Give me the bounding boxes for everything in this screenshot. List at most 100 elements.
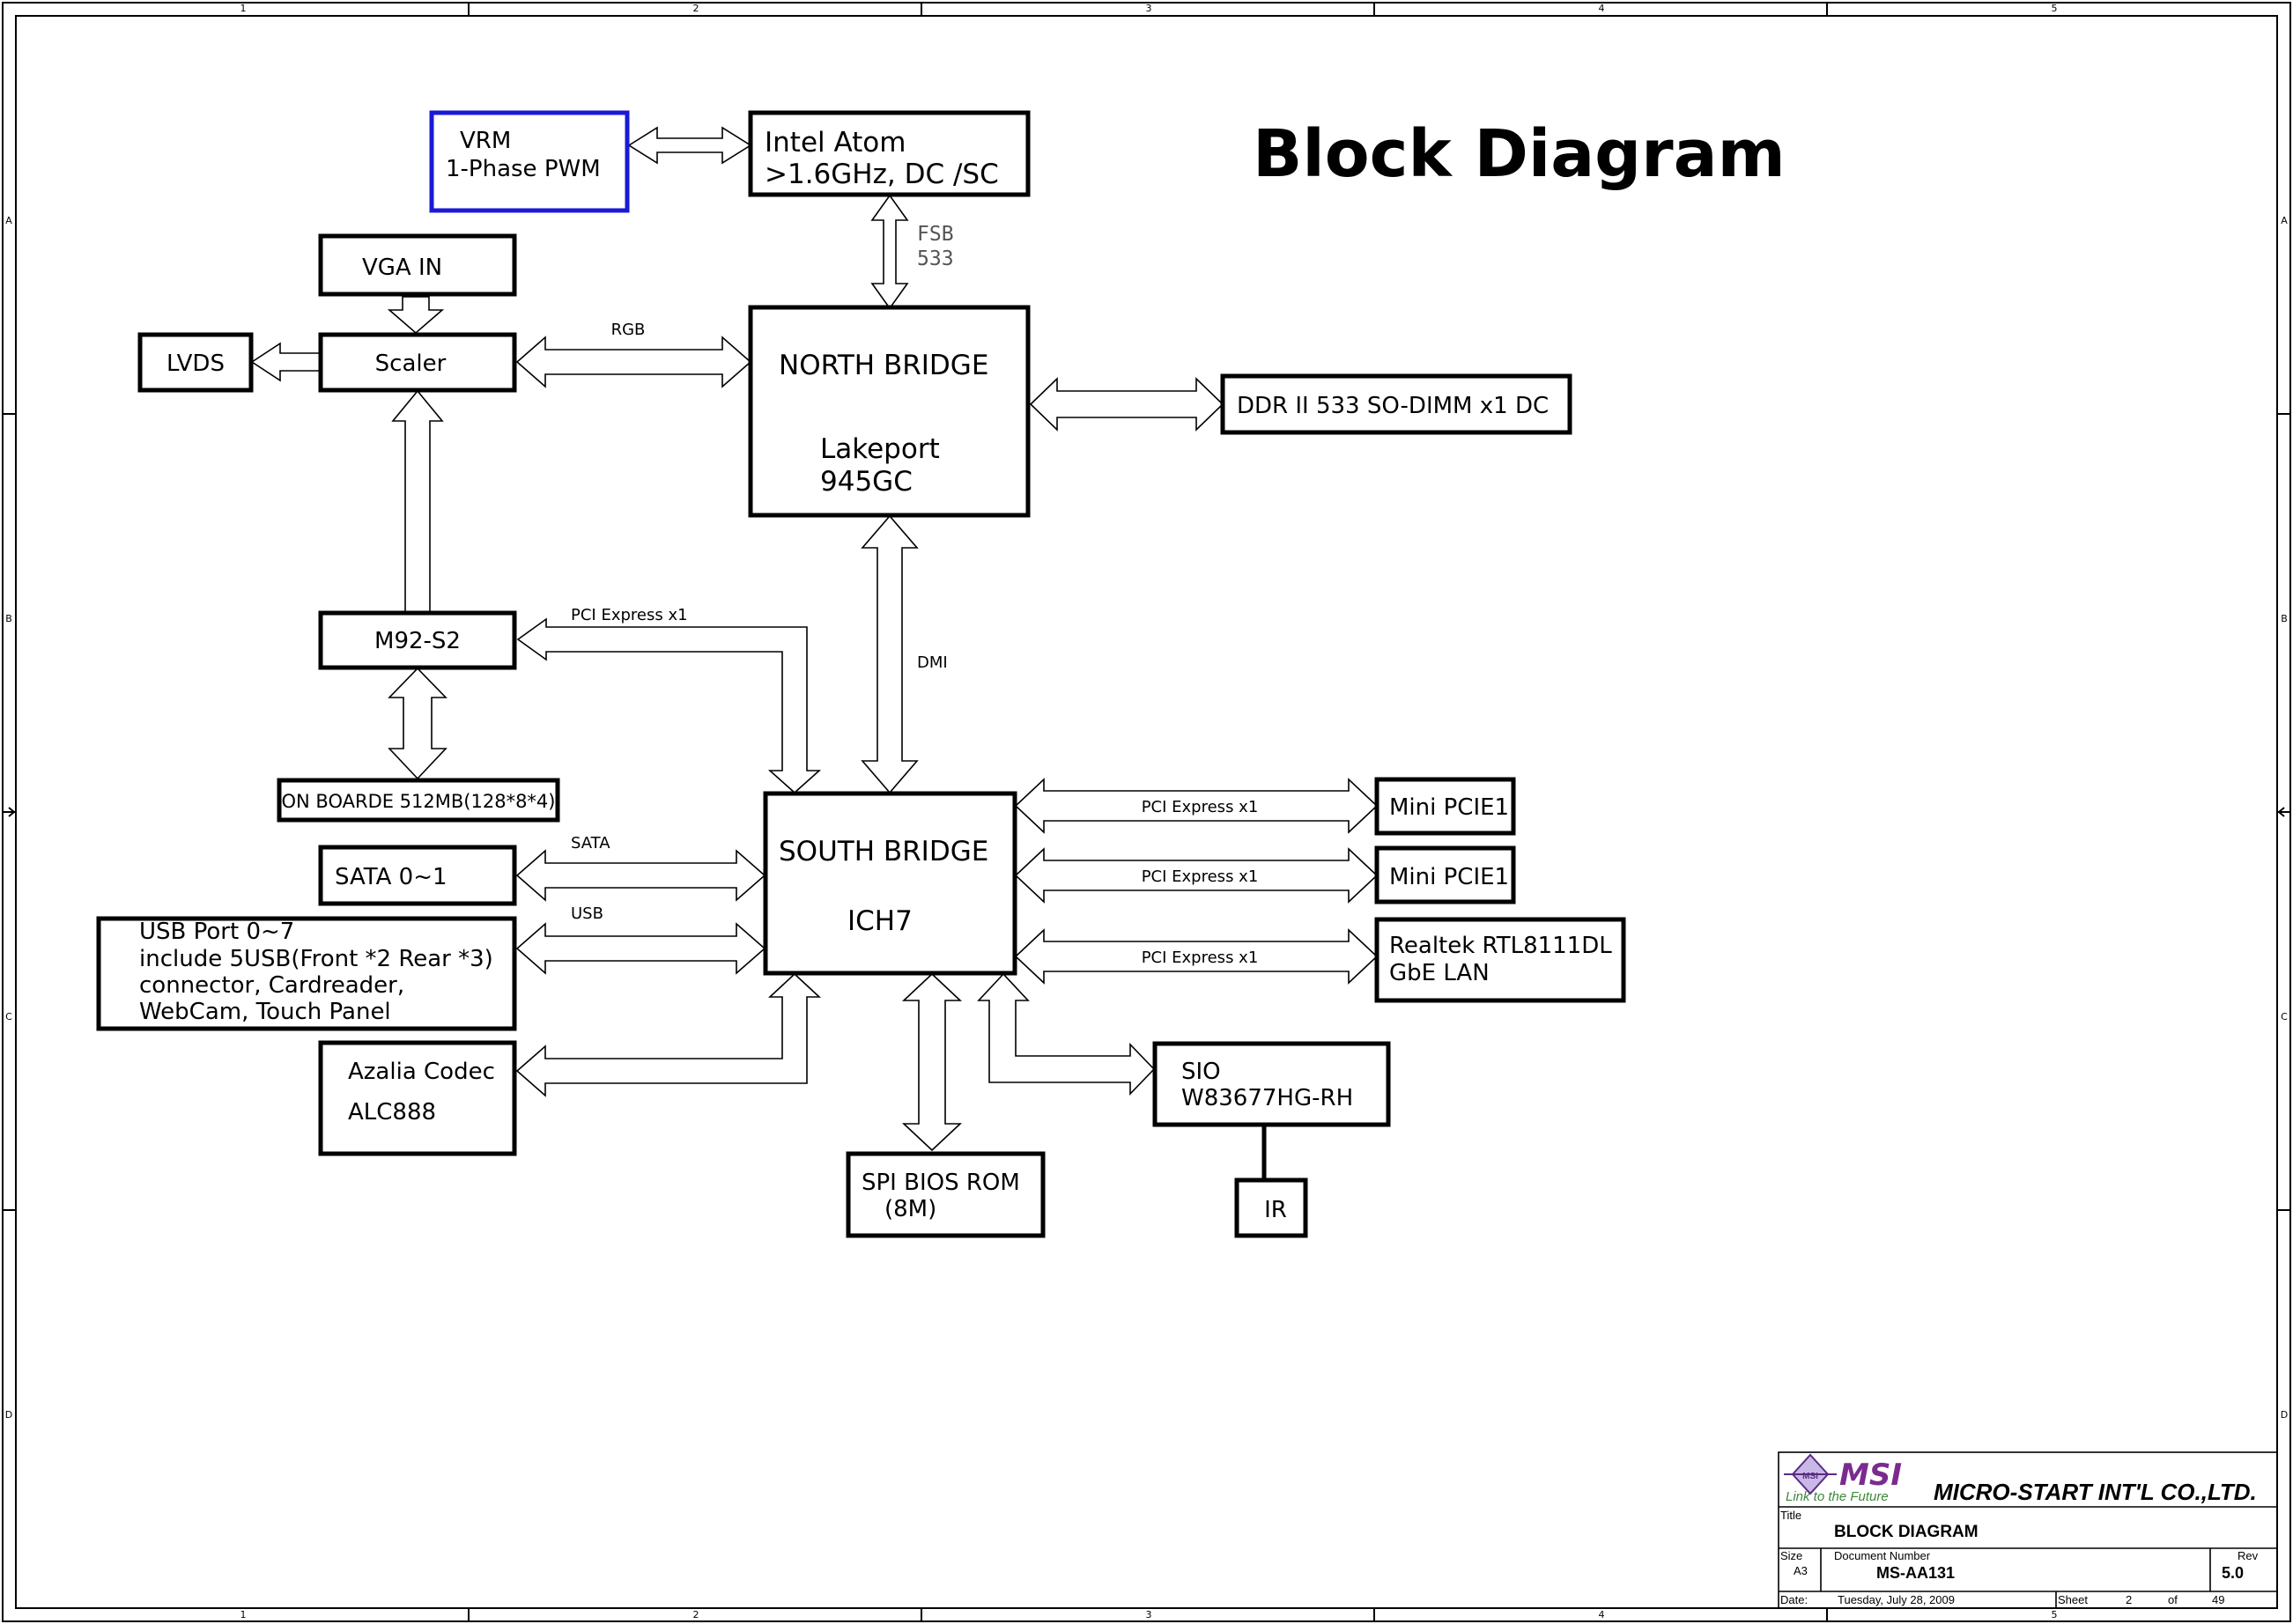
sio-sublabel: W83677HG-RH <box>1181 1085 1353 1111</box>
col-label-top: 4 <box>1599 3 1605 14</box>
rgb-arrow <box>515 336 752 388</box>
sb-sio-arrow <box>977 972 1156 1096</box>
col-label-top: 2 <box>693 3 699 14</box>
pcie-bus-label: PCI Express x1 <box>1142 798 1259 816</box>
msi-slogan: Link to the Future <box>1786 1489 1889 1504</box>
svg-text:VRM 1-Phase PWM: VRM 1-Phase PWM <box>446 128 601 182</box>
svg-text:SPI BIOS ROM (8M): SPI BIOS ROM (8M) <box>862 1170 1027 1222</box>
row-label-left: B <box>5 613 12 624</box>
title-block <box>1778 1451 2278 1609</box>
msi-logo-badge: MSI <box>1802 1472 1818 1481</box>
spi-bios-rom-sublabel: (8M) <box>884 1196 936 1222</box>
col-label-bottom: 1 <box>240 1609 247 1620</box>
msi-logo: MSI MSI Link to the Future <box>1784 1453 1902 1504</box>
lan-block <box>1374 917 1626 1003</box>
south-bridge-label: SOUTH BRIDGE <box>779 836 988 867</box>
usb-bus-label: USB <box>571 904 603 923</box>
rev-field-value: 5.0 <box>2222 1564 2244 1582</box>
total-sheets-value: 49 <box>2212 1593 2224 1606</box>
usb-label-line: WebCam, Touch Panel <box>139 999 391 1025</box>
m92-sb-pcie-arrow <box>516 617 822 794</box>
usb-arrow <box>515 922 766 975</box>
vrm-block <box>429 110 630 213</box>
onboard-memory-label: ON BOARDE 512MB(128*8*4) <box>282 791 556 812</box>
rgb-label: RGB <box>611 321 646 339</box>
dmi-arrow <box>861 514 919 794</box>
usb-label-line: connector, Cardreader, <box>139 972 404 999</box>
sata-block <box>318 845 517 906</box>
mini-pcie-block <box>1374 777 1516 836</box>
vrm-label: VRM <box>460 128 511 154</box>
mini-pcie-label: Mini PCIE1 <box>1389 864 1509 890</box>
row-label-left: A <box>5 215 12 226</box>
azalia-sublabel: ALC888 <box>348 1099 436 1126</box>
south-bridge-block <box>763 791 1017 976</box>
mini-pcie-block <box>1374 845 1516 904</box>
col-label-bottom: 4 <box>1599 1609 1605 1620</box>
m92-label: M92-S2 <box>374 628 461 654</box>
scaler-block <box>318 332 517 393</box>
north-bridge-label: NORTH BRIDGE <box>779 350 988 381</box>
sheet-field-value: 2 <box>2126 1593 2132 1606</box>
m92-block <box>318 610 517 670</box>
sio-block <box>1152 1041 1391 1127</box>
sata-arrow <box>515 849 766 902</box>
svg-text:SOUTH BRIDGE ICH7: SOUTH BRIDGE ICH7 <box>779 836 997 937</box>
row-label-left: D <box>5 1409 12 1421</box>
sata-label: SATA 0~1 <box>335 864 448 890</box>
size-field-value: A3 <box>1794 1564 1808 1577</box>
row-label-right: B <box>2281 613 2288 624</box>
svg-text:FSB 533: FSB 533 <box>917 223 965 270</box>
scaler-lvds-arrow <box>250 342 322 382</box>
mini-pcie-label: Mini PCIE1 <box>1389 794 1509 821</box>
msi-logo-text: MSI <box>1839 1458 1902 1493</box>
vgain-scaler-arrow <box>387 296 445 335</box>
usb-label-line: USB Port 0~7 <box>139 919 294 945</box>
size-field-label: Size <box>1780 1549 1802 1562</box>
onboard-memory-block <box>277 778 560 823</box>
rev-field-label: Rev <box>2238 1549 2259 1562</box>
svg-text:NORTH BRIDGE Lakeport: NORTH BRIDGE Lakeport 945GC <box>779 350 997 498</box>
row-label-right: C <box>2281 1011 2288 1022</box>
svg-text:Azalia Codec ALC888: Azalia Codec ALC888 <box>348 1059 502 1126</box>
nb-ddr-arrow <box>1029 377 1224 432</box>
svg-text:Realtek RTL8111DL GbE LAN: Realtek RTL8111DL GbE LAN <box>1389 933 1619 986</box>
col-label-top: 1 <box>240 3 247 14</box>
pcie-bus-label: PCI Express x1 <box>1142 949 1259 967</box>
date-field-label: Date: <box>1780 1593 1808 1606</box>
cpu-label: Intel Atom <box>765 127 906 159</box>
row-label-right: D <box>2281 1409 2288 1421</box>
lan-sublabel: GbE LAN <box>1389 960 1490 986</box>
ir-label: IR <box>1264 1197 1287 1223</box>
col-label-bottom: 5 <box>2052 1609 2058 1620</box>
cpu-sublabel: >1.6GHz, DC /SC <box>765 159 999 190</box>
vga-in-label: VGA IN <box>362 255 442 281</box>
sheet-field-label: Sheet <box>2058 1593 2088 1606</box>
fsb-arrow <box>870 194 909 310</box>
lvds-label: LVDS <box>166 351 225 377</box>
title-field-label: Title <box>1780 1509 1801 1522</box>
ddr-label: DDR II 533 SO-DIMM x1 DC <box>1237 393 1549 419</box>
ir-block <box>1234 1177 1308 1238</box>
pcie-m92-label: PCI Express x1 <box>571 606 688 624</box>
diagram-title: Block Diagram <box>1253 116 1786 192</box>
lan-label: Realtek RTL8111DL <box>1389 933 1612 959</box>
row-label-right: A <box>2281 215 2288 226</box>
spi-bios-rom-label: SPI BIOS ROM <box>862 1170 1020 1196</box>
doc-number-value: MS-AA131 <box>1876 1564 1955 1582</box>
cpu-block <box>748 110 1031 197</box>
vrm-cpu-arrow <box>627 126 752 165</box>
usb-block <box>96 916 517 1031</box>
azalia-arrow <box>515 972 822 1097</box>
azalia-label: Azalia Codec <box>348 1059 495 1085</box>
title-field-value: BLOCK DIAGRAM <box>1834 1523 1979 1541</box>
row-label-left: C <box>5 1011 12 1022</box>
usb-label-line: include 5USB(Front *2 Rear *3) <box>139 946 493 972</box>
date-field-value: Tuesday, July 28, 2009 <box>1838 1593 1955 1606</box>
sata-bus-label: SATA <box>571 834 610 853</box>
fsb-label: FSB <box>917 223 954 246</box>
north-bridge-block <box>748 305 1031 518</box>
m92-mem-arrow <box>388 667 448 780</box>
